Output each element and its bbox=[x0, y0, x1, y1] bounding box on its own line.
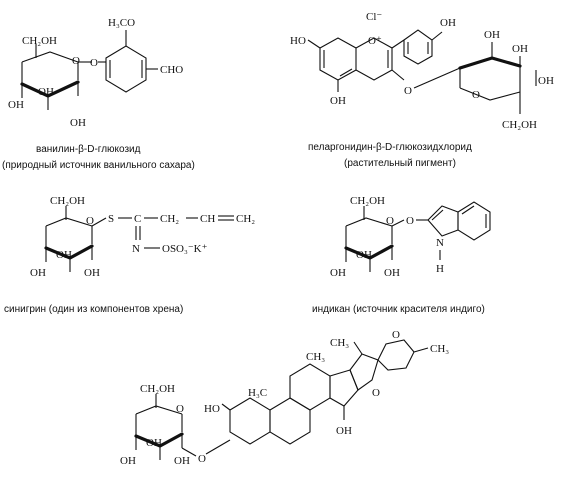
nitrogen-label: N bbox=[132, 243, 140, 255]
sulfonate-label: OSO₃⁻K⁺ bbox=[162, 243, 208, 255]
caption: ванилин-β-D-глюкозид bbox=[36, 144, 141, 155]
oh-label: OH bbox=[356, 249, 372, 261]
methine-label: CH bbox=[200, 213, 215, 225]
oh-label: OH bbox=[56, 249, 72, 261]
ring-oxygen-label: O bbox=[472, 89, 480, 101]
caption: индикан (источник красителя индиго) bbox=[312, 304, 485, 315]
steroid-glycoside: CH₂OH O OH OH OH O HO H₃C CH₃ O CH₃ O CH… bbox=[120, 329, 449, 467]
hydroxyl-label: OH bbox=[330, 95, 346, 107]
ch2oh-label: CH₂OH bbox=[350, 195, 385, 207]
carbon-label: C bbox=[134, 213, 141, 225]
oh-label: OH bbox=[30, 267, 46, 279]
oh-label: OH bbox=[146, 437, 162, 449]
linking-oxygen-label: O bbox=[90, 57, 98, 69]
methyl-label: CH₃ bbox=[330, 337, 349, 349]
oxonium-label: O⁺ bbox=[368, 35, 382, 47]
methyl-label: CH₃ bbox=[430, 343, 449, 355]
oh-label: OH bbox=[8, 99, 24, 111]
oh-label: OH bbox=[120, 455, 136, 467]
linking-oxygen-label: O bbox=[404, 85, 412, 97]
subcaption: (природный источник ванильного сахара) bbox=[2, 160, 195, 171]
hydroxyl-label: OH bbox=[336, 425, 352, 437]
methoxy-label: H₃CO bbox=[108, 17, 135, 29]
ch2oh-label: CH₂OH bbox=[502, 119, 537, 131]
hydroxyl-label: HO bbox=[204, 403, 220, 415]
nitrogen-label: N bbox=[436, 237, 444, 249]
methyl-label: CH₃ bbox=[306, 351, 325, 363]
ring-oxygen-label: O bbox=[176, 403, 184, 415]
caption: пеларгонидин-β-D-глюкозидхлорид bbox=[308, 142, 472, 153]
phenol-oh-label: OH bbox=[440, 17, 456, 29]
pelargonidin-glucoside: Cl⁻ O⁺ HO OH OH O O OH OH OH bbox=[290, 11, 554, 169]
methyl-label: H₃C bbox=[248, 387, 267, 399]
hydrogen-label: H bbox=[436, 263, 444, 275]
aldehyde-label: CHO bbox=[160, 64, 183, 76]
chloride-label: Cl⁻ bbox=[366, 11, 382, 23]
oh-label: OH bbox=[330, 267, 346, 279]
oh-label: OH bbox=[484, 29, 500, 41]
subcaption: (растительный пигмент) bbox=[344, 158, 456, 169]
ring-oxygen-label: O bbox=[72, 55, 80, 67]
indican: CH₂OH O OH OH OH O N H индикан (источник… bbox=[312, 195, 491, 315]
oh-label: OH bbox=[84, 267, 100, 279]
sulfur-label: S bbox=[108, 213, 114, 225]
methylene-label: CH₂ bbox=[160, 213, 179, 225]
terminal-methylene-label: CH₂ bbox=[236, 213, 255, 225]
ring-oxygen-label: O bbox=[386, 215, 394, 227]
oh-label: OH bbox=[384, 267, 400, 279]
ch2oh-label: CH₂OH bbox=[22, 35, 57, 47]
oh-label: OH bbox=[174, 455, 190, 467]
spiro-oxygen-label: O bbox=[372, 387, 380, 399]
linking-oxygen-label: O bbox=[198, 453, 206, 465]
oh-label: OH bbox=[512, 43, 528, 55]
oh-label: OH bbox=[38, 86, 54, 98]
ch2oh-label: CH₂OH bbox=[140, 383, 175, 395]
linking-oxygen-label: O bbox=[406, 215, 414, 227]
vanillin-glucoside: CH₂OH O O OH OH OH H₃CO CHO ванилин-β-D-… bbox=[2, 17, 195, 171]
sinigrin: CH₂OH O OH OH OH S C CH₂ CH CH₂ N OSO₃⁻K… bbox=[4, 195, 255, 315]
spiro-oxygen-label: O bbox=[392, 329, 400, 341]
ch2oh-label: CH₂OH bbox=[50, 195, 85, 207]
ring-oxygen-label: O bbox=[86, 215, 94, 227]
oh-label: OH bbox=[538, 75, 554, 87]
oh-label: OH bbox=[70, 117, 86, 129]
caption: синигрин (один из компонентов хрена) bbox=[4, 304, 183, 315]
hydroxyl-label: HO bbox=[290, 35, 306, 47]
